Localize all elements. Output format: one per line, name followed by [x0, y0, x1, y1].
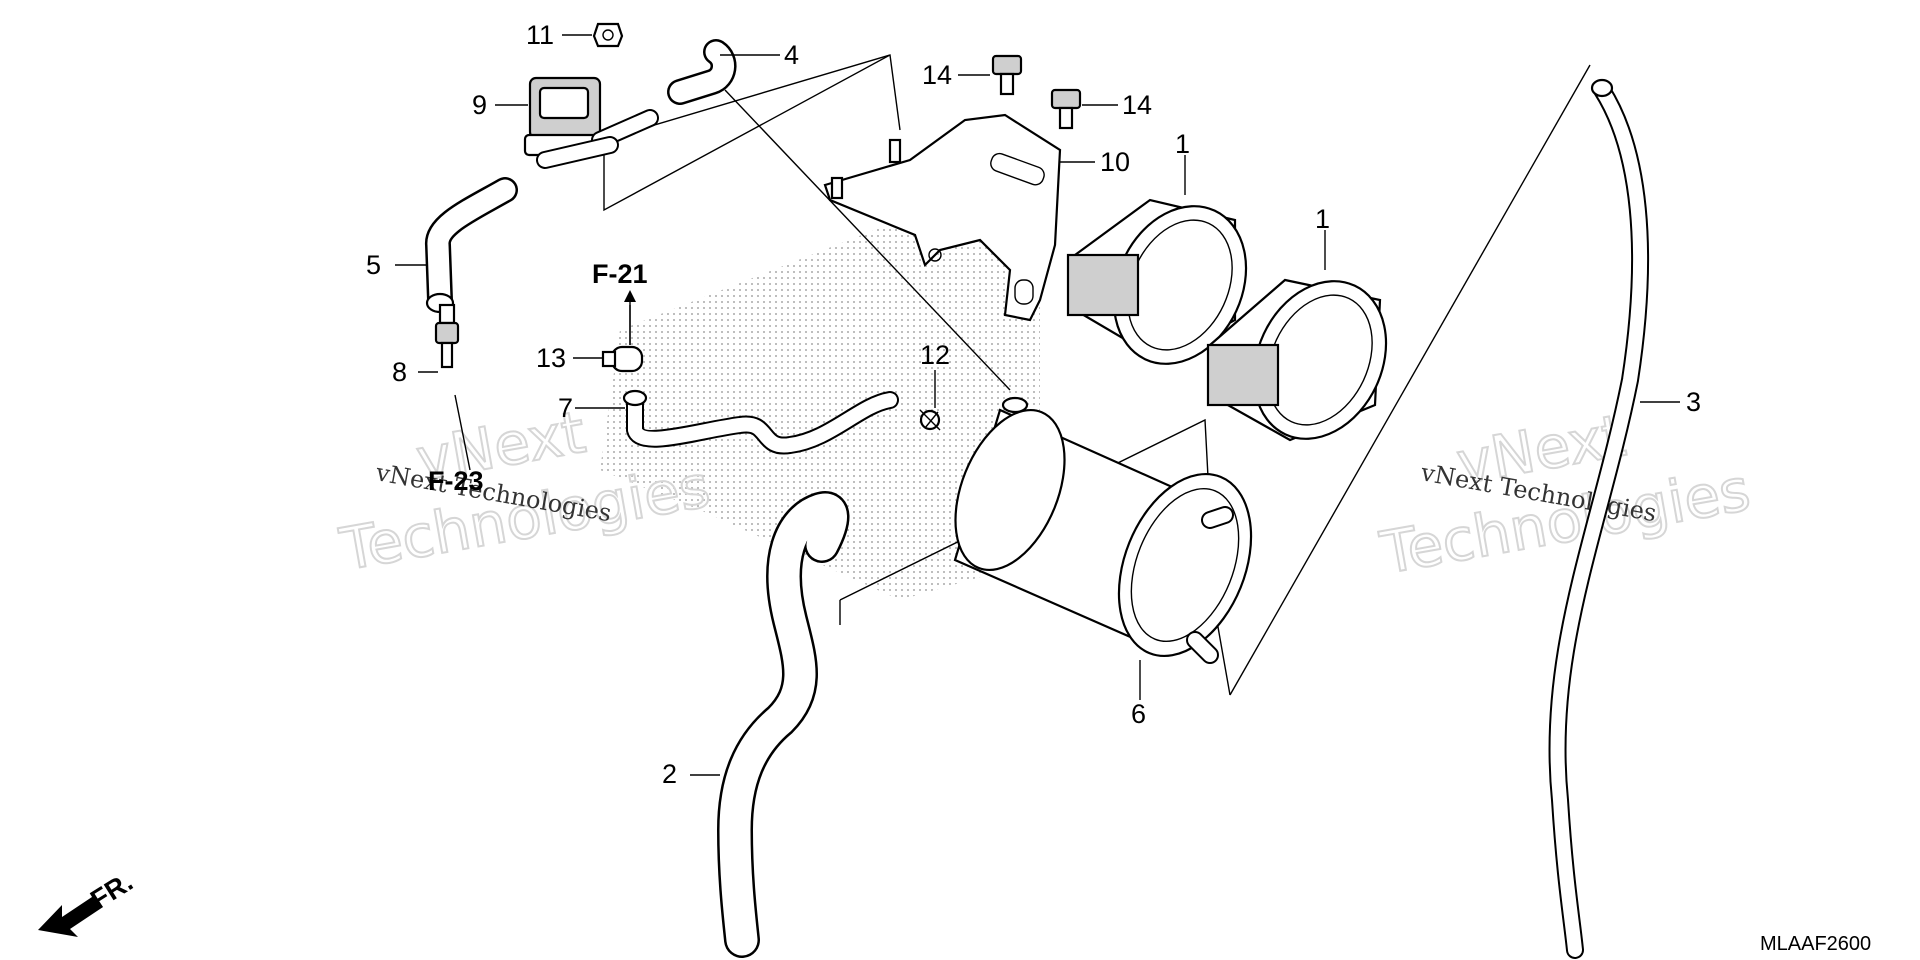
part-7-hose: [622, 389, 899, 455]
part-14-bolt-b: [1050, 88, 1082, 130]
callout-9: 9: [472, 90, 487, 120]
callout-11: 11: [526, 20, 554, 50]
part-1-band-b: [1206, 278, 1388, 442]
part-8-fitting: [434, 303, 460, 369]
callout-8: 8: [392, 357, 407, 387]
callout-10: 10: [1100, 147, 1130, 177]
bracket-stud-left: [830, 176, 844, 200]
part-14-bolt-a: [991, 54, 1023, 96]
part-9-purge-valve: [523, 76, 659, 169]
callout-13: 13: [536, 343, 566, 373]
front-direction-arrow-icon: [38, 895, 103, 937]
part-2-hose: [717, 491, 850, 958]
part-3-tube: [1548, 78, 1650, 959]
part-11-nut: [592, 22, 624, 48]
callout-6: 6: [1131, 699, 1146, 729]
part-4-elbow-hose: [667, 39, 737, 105]
callout-1b: 1: [1315, 204, 1330, 234]
reference-f23: F-23: [428, 466, 484, 496]
part-10-bracket: [823, 113, 1062, 322]
callout-3: 3: [1686, 387, 1701, 417]
reference-f21: F-21: [592, 259, 648, 289]
bracket-stud-top: [888, 138, 902, 164]
part-5-hose: [425, 177, 518, 314]
part-12-clamp: [919, 409, 941, 431]
callout-14a: 14: [922, 60, 952, 90]
part-6-canister: [953, 396, 1253, 664]
callout-12: 12: [920, 340, 950, 370]
part-1-band-a: [1066, 198, 1248, 365]
callout-5: 5: [366, 250, 381, 280]
callout-4: 4: [784, 40, 799, 70]
leader-lines: [395, 34, 1680, 776]
diagram-code: MLAAF2600: [1760, 933, 1871, 955]
reference-f21-arrow: [624, 290, 636, 345]
callout-7: 7: [558, 393, 573, 423]
callout-1a: 1: [1175, 129, 1190, 159]
mounting-shading: [600, 220, 1040, 600]
part-13-clip: [601, 345, 644, 373]
callout-14b: 14: [1122, 90, 1152, 120]
callout-2: 2: [662, 759, 677, 789]
